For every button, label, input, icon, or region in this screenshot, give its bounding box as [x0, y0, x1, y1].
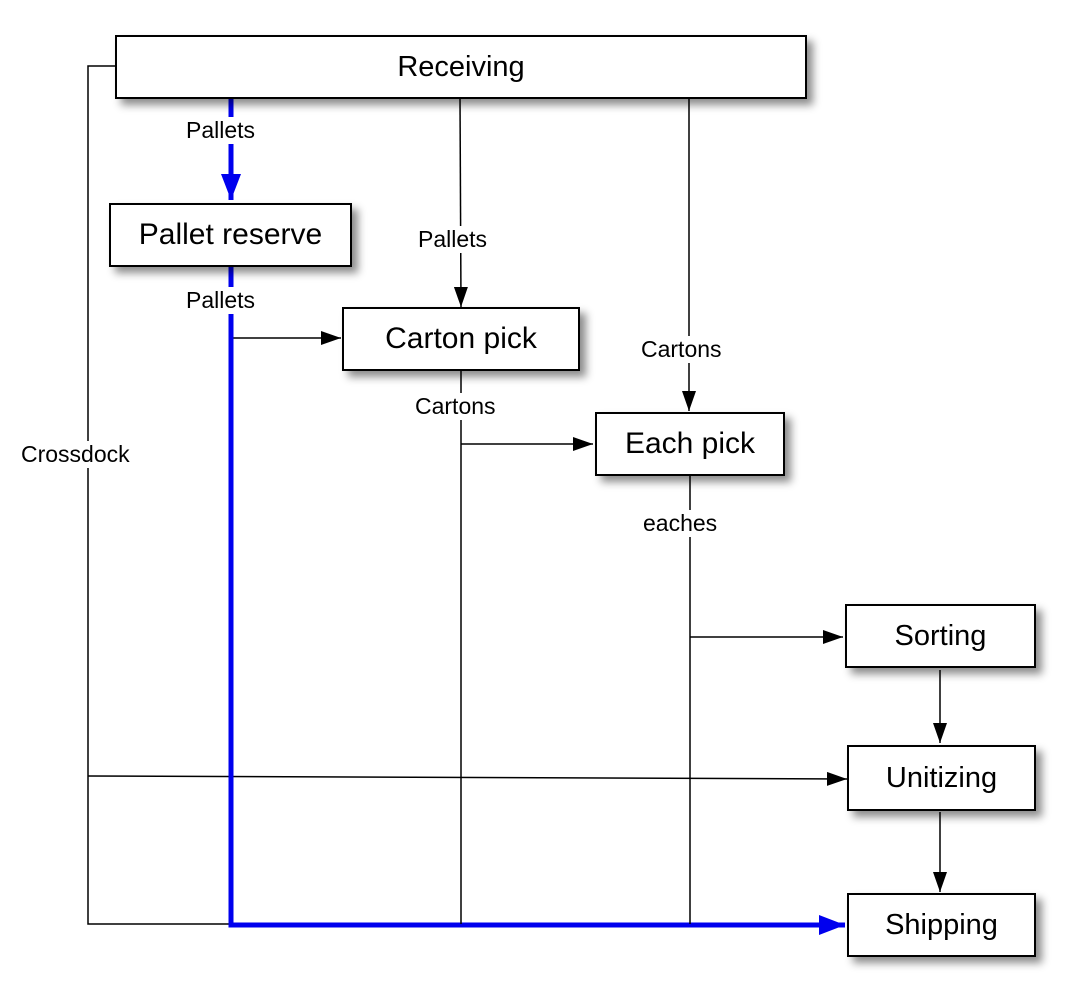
node-each-pick: Each pick [595, 412, 785, 476]
edge-crossdock-line [87, 65, 232, 925]
label-each-out: eaches [640, 510, 721, 537]
node-sorting: Sorting [845, 604, 1036, 668]
label-carton-out: Cartons [406, 393, 505, 420]
node-receiving: Receiving [115, 35, 807, 99]
label-reserve-out: Pallets [183, 287, 259, 314]
node-pallet-reserve: Pallet reserve [109, 203, 352, 267]
edge-receiving-to-carton-pick [453, 97, 468, 308]
label-receiving-to-each: Cartons [638, 336, 725, 363]
node-shipping: Shipping [847, 893, 1036, 957]
node-unitizing: Unitizing [847, 745, 1036, 811]
edge-crossdock-to-unitizing [87, 771, 848, 786]
edge-pallet-reserve-to-shipping [228, 266, 845, 935]
label-crossdock: Crossdock [18, 441, 133, 468]
label-receiving-to-carton: Pallets [415, 226, 491, 253]
label-receiving-to-reserve: Pallets [183, 117, 259, 144]
node-carton-pick: Carton pick [342, 307, 580, 371]
